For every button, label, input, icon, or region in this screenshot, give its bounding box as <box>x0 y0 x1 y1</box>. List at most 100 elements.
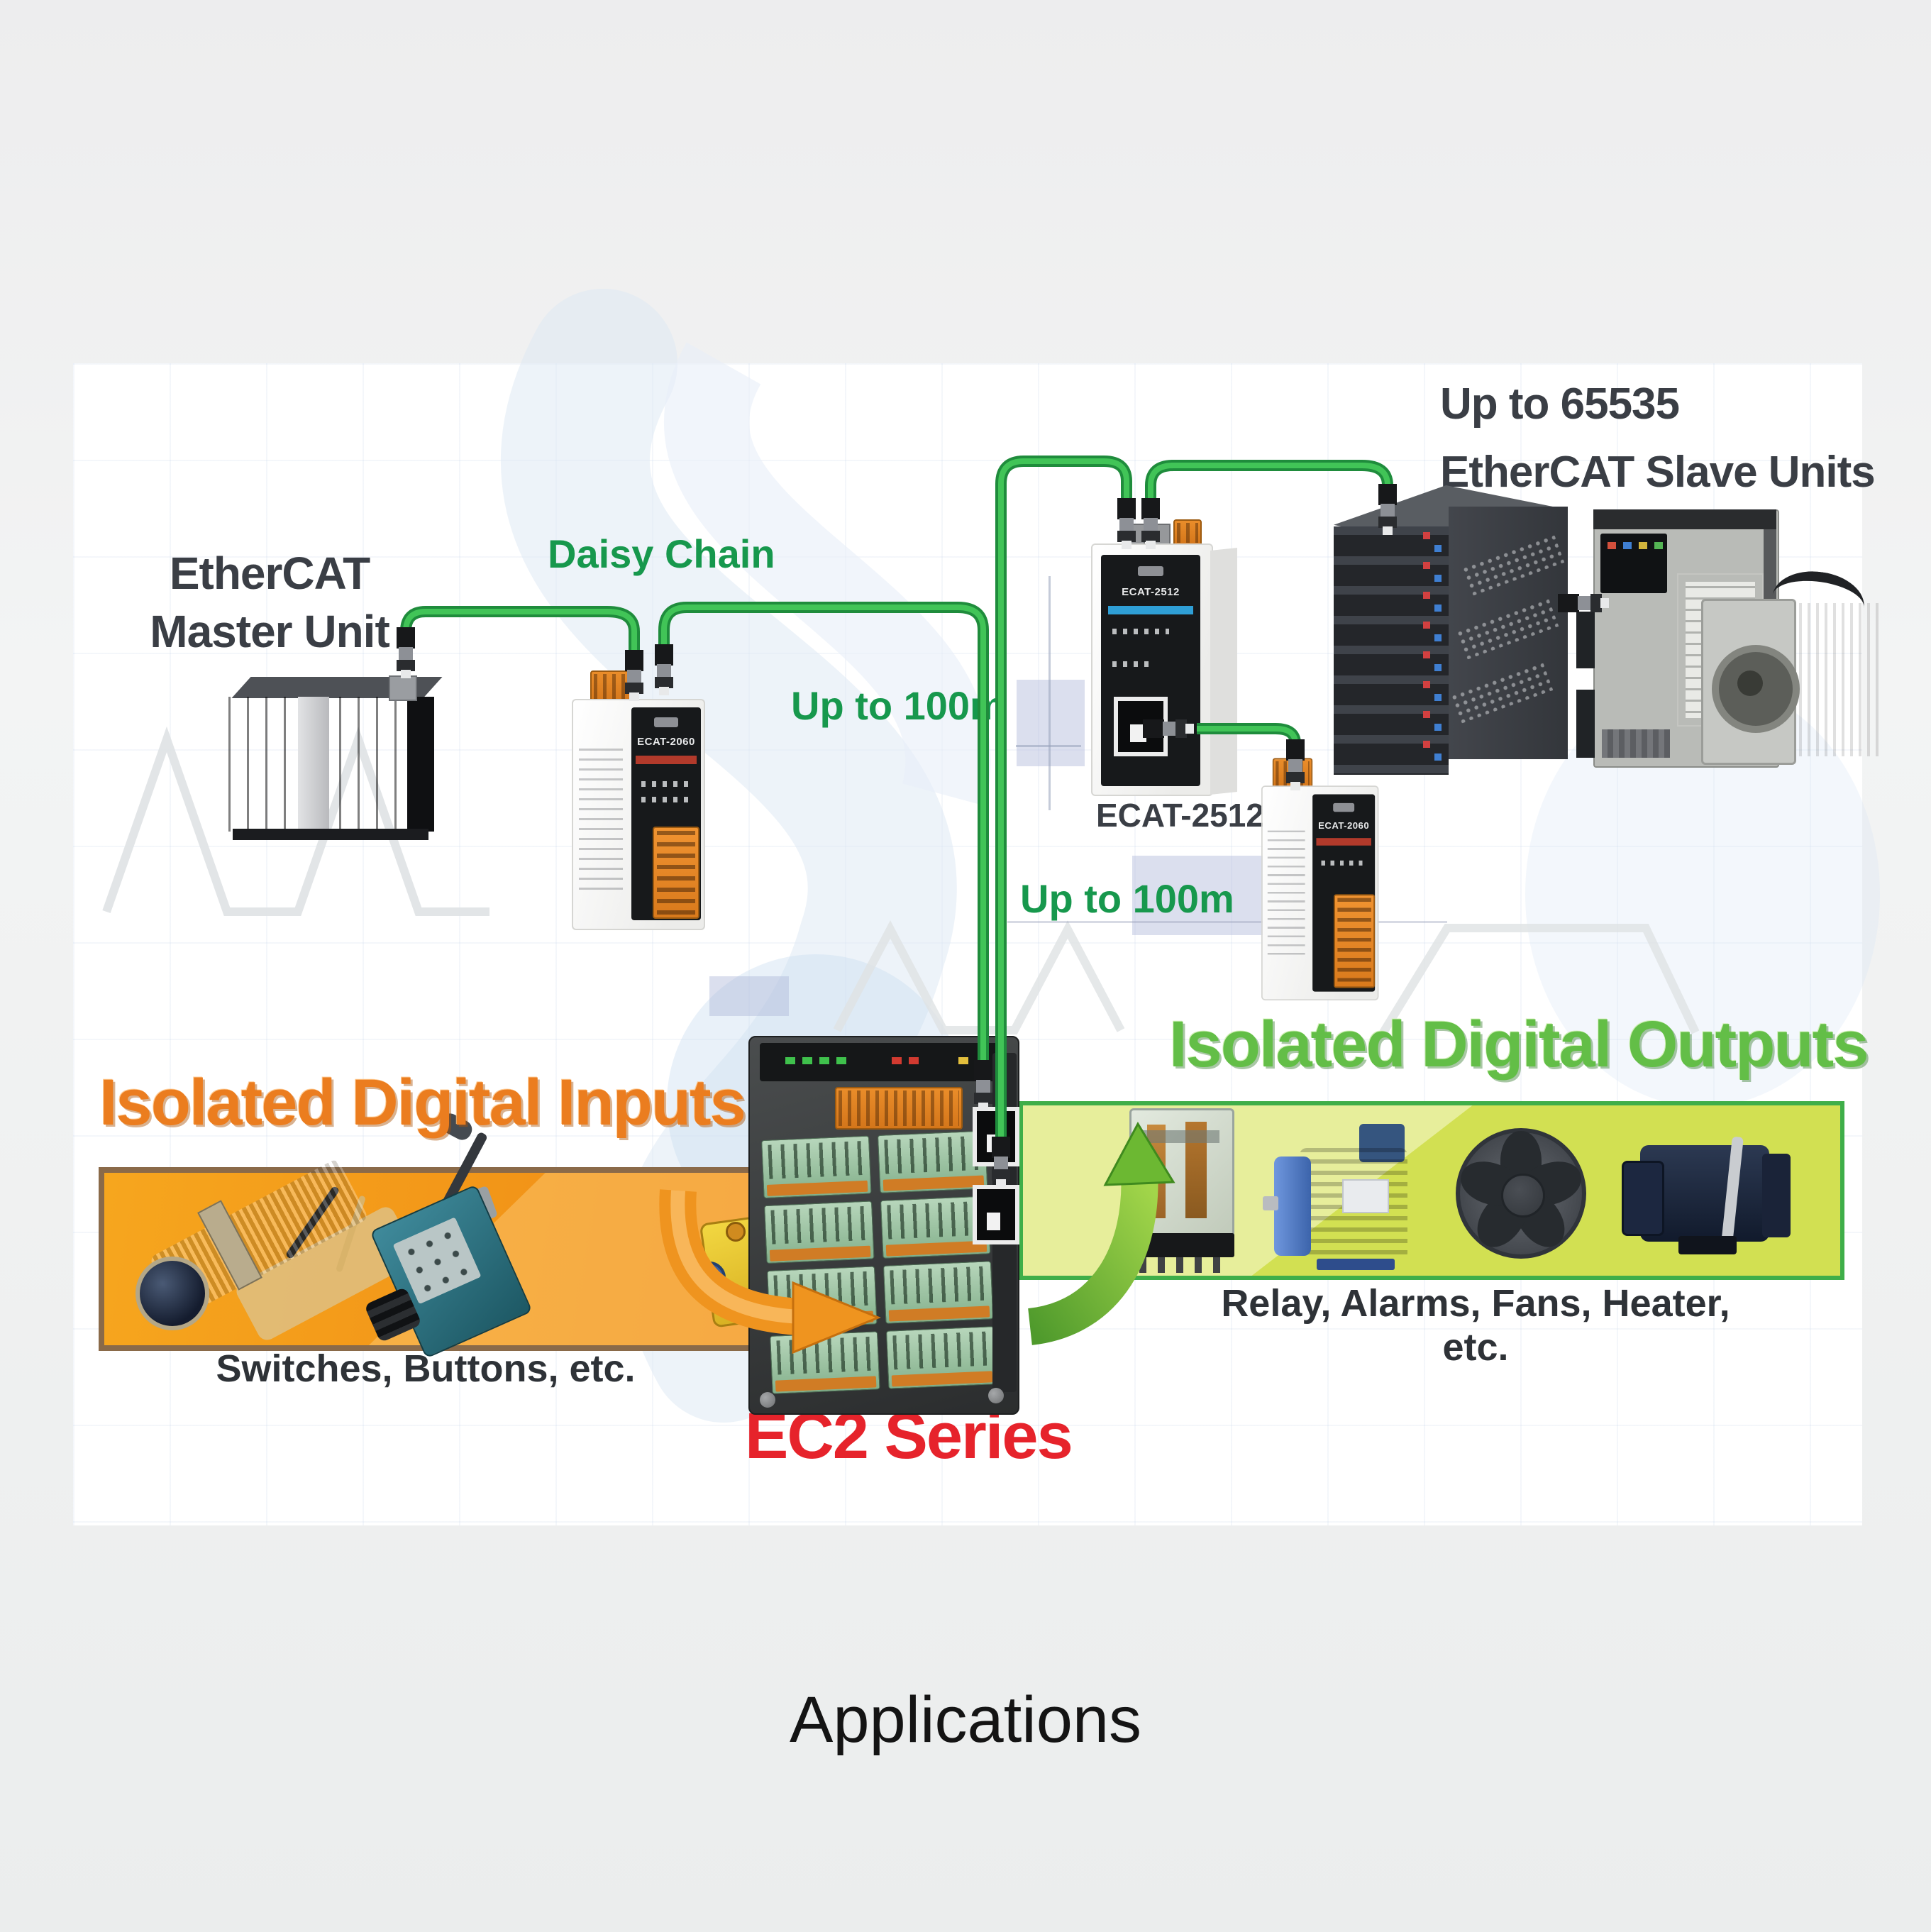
dc-motor-rear <box>1762 1154 1791 1237</box>
fan-photo <box>1455 1128 1587 1259</box>
module-side-print <box>579 749 623 898</box>
module-model-label: ECAT-2060 <box>1318 820 1370 832</box>
ec2-status-leds <box>785 1057 795 1064</box>
drive-connector-block <box>1576 690 1595 758</box>
stack-vent-band <box>1454 597 1559 661</box>
slave-stack-device <box>1334 485 1568 787</box>
ethercat-master-device <box>228 667 443 846</box>
stack-led-column-red <box>1423 532 1430 769</box>
module-front-panel: ECAT-2060 <box>1312 794 1376 992</box>
coupler-blue-stripe <box>1108 606 1193 614</box>
cable-length-label-2: Up to 100m <box>1020 876 1234 921</box>
master-side-face <box>407 697 434 832</box>
servo-motor-device <box>1701 565 1879 766</box>
drive-display <box>1600 534 1667 593</box>
grid-tick-line <box>1049 576 1051 810</box>
coupler-port-stub <box>1148 524 1171 545</box>
stack-vent-band <box>1449 661 1554 724</box>
ec2-ethercat-port-1 <box>973 1107 1019 1166</box>
brand-logo <box>1333 802 1355 812</box>
outputs-caption: Relay, Alarms, Fans, Heater, etc. <box>1221 1282 1730 1369</box>
slave-units-line1: Up to 65535 <box>1440 380 1680 429</box>
page-title: Applications <box>789 1684 1142 1756</box>
relay-armature <box>1141 1130 1219 1143</box>
motor-end-cap <box>1274 1157 1311 1256</box>
ec2-series-device <box>748 1027 1019 1416</box>
stack-led-column-blue <box>1434 545 1442 769</box>
module-front-panel: ECAT-2060 <box>631 707 701 920</box>
ec2-screw <box>988 1388 1004 1403</box>
ec2-terminal-grid <box>761 1130 1001 1403</box>
servo-motor-flange <box>1701 599 1800 765</box>
brand-logo <box>654 717 678 727</box>
dc-motor-bracket <box>1678 1236 1737 1254</box>
coupler-led-row <box>1112 629 1169 634</box>
master-port-connector <box>389 675 417 701</box>
slave-units-note: Up to 65535 EtherCAT Slave Units <box>1440 370 1876 507</box>
lavender-rect-decor <box>1132 856 1263 935</box>
terminal-block <box>882 1261 994 1324</box>
electric-motor-photo <box>1263 1120 1424 1276</box>
ec2-power-connector <box>835 1087 963 1130</box>
relay-base <box>1129 1233 1234 1257</box>
ec2-led-strip <box>760 1043 1005 1081</box>
module-led-row <box>1321 860 1366 866</box>
module-terminal-block <box>1334 894 1376 988</box>
sensor-lens <box>135 1257 209 1330</box>
module-model-label: ECAT-2060 <box>637 736 695 748</box>
coupler-rj45-port <box>1114 697 1168 756</box>
lavender-rect-decor <box>709 976 789 1016</box>
master-base <box>233 829 428 840</box>
master-label-line2: Master Unit <box>150 605 390 657</box>
outputs-heading: Isolated Digital Outputs <box>1169 1008 1869 1081</box>
inputs-heading: Isolated Digital Inputs <box>99 1066 746 1139</box>
module-led-row <box>641 781 691 787</box>
relay-photo <box>1129 1108 1236 1276</box>
fan-hub <box>1501 1174 1545 1218</box>
drive-vent <box>1602 729 1670 758</box>
stack-front-face <box>1334 526 1449 775</box>
slave-module-1: ECAT-2060 <box>572 670 707 968</box>
dc-motor-front-cap <box>1622 1161 1664 1236</box>
module-side-print <box>1267 830 1305 962</box>
drive-display-leds <box>1608 542 1616 549</box>
terminal-block <box>877 1130 988 1193</box>
coupler-top-connector <box>1173 519 1202 546</box>
sensor-hole <box>726 1222 746 1242</box>
slave-units-line2: EtherCAT Slave Units <box>1440 448 1876 497</box>
inputs-caption: Switches, Buttons, etc. <box>216 1347 636 1390</box>
lavender-rect-decor <box>1017 680 1085 766</box>
module-red-stripe <box>1316 838 1371 846</box>
drive-top-cap <box>1593 509 1776 529</box>
motor-foot <box>1317 1259 1395 1270</box>
motor-junction-box <box>1359 1124 1405 1162</box>
servo-motor-shaft <box>1737 670 1763 696</box>
master-label-line1: EtherCAT <box>169 548 370 599</box>
terminal-block <box>761 1135 872 1199</box>
stack-side-face <box>1449 507 1568 759</box>
coupler-side-face <box>1210 548 1237 795</box>
brand-logo <box>1138 566 1163 576</box>
terminal-block <box>770 1331 880 1394</box>
master-unit-label: EtherCAT Master Unit <box>138 545 401 661</box>
coupler-device: ECAT-2512 <box>1091 515 1240 799</box>
stack-vent-band <box>1460 533 1565 597</box>
slave-module-2: ECAT-2060 <box>1261 756 1380 1018</box>
drive-connector-block <box>1576 612 1595 668</box>
module-red-stripe <box>636 756 697 764</box>
ec2-ethercat-port-2 <box>973 1185 1019 1244</box>
motor-shaft <box>1263 1196 1278 1210</box>
terminal-block <box>885 1326 997 1389</box>
master-psu-stripe <box>298 697 329 832</box>
daisy-chain-label: Daisy Chain <box>548 531 775 576</box>
proximity-sensor-photo <box>131 1158 420 1344</box>
terminal-block <box>767 1266 878 1329</box>
relay-pins <box>1139 1257 1146 1273</box>
coupler-port-stub <box>1122 524 1145 545</box>
relay-case <box>1129 1108 1234 1237</box>
module-terminal-block <box>653 827 699 919</box>
ec2-screw <box>760 1392 775 1408</box>
coupler-front-panel: ECAT-2512 <box>1101 555 1200 786</box>
cable-length-label-1: Up to 100m <box>791 683 1005 728</box>
module-led-row <box>641 797 691 802</box>
